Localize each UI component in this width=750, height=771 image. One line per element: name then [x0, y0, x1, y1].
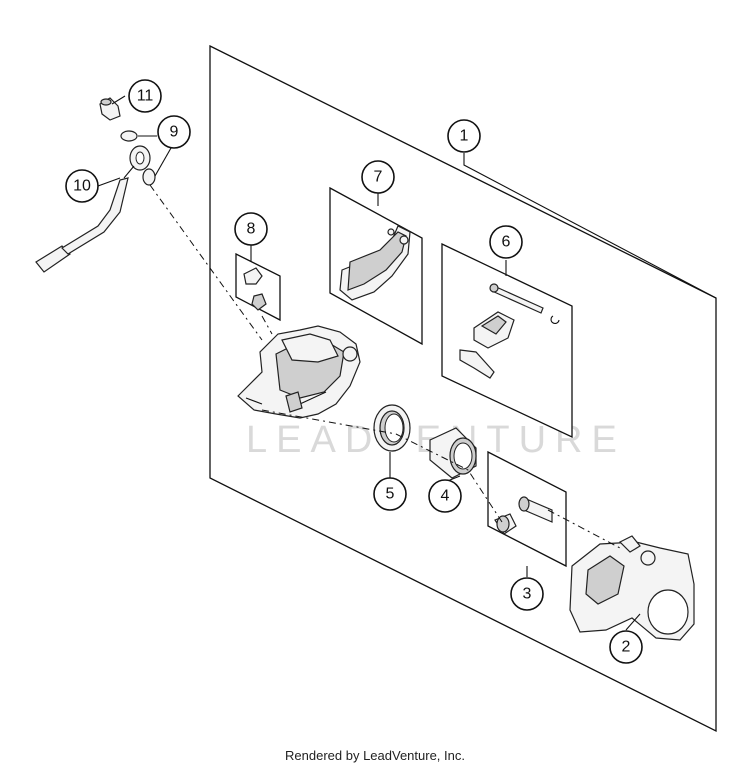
svg-text:11: 11	[137, 88, 154, 105]
callout-10: 10	[65, 169, 99, 203]
svg-text:4: 4	[441, 488, 450, 505]
washer-upper	[120, 130, 138, 142]
caliper-bracket-part	[569, 535, 695, 641]
piston-part	[429, 427, 477, 479]
svg-text:1: 1	[460, 128, 469, 145]
piston-seal-part	[373, 404, 411, 452]
brake-line-part	[35, 145, 151, 273]
svg-text:3: 3	[523, 586, 532, 603]
callout-4: 4	[428, 479, 462, 513]
footer-credit: Rendered by LeadVenture, Inc.	[285, 748, 465, 763]
svg-text:9: 9	[170, 124, 179, 141]
callout-2: 2	[609, 630, 643, 664]
callout-8: 8	[234, 212, 268, 246]
pin-kit-part	[459, 283, 560, 379]
callout-3: 3	[510, 577, 544, 611]
washer-lower	[142, 168, 156, 186]
svg-text:10: 10	[73, 178, 91, 195]
callout-11: 11	[128, 79, 162, 113]
svg-text:6: 6	[502, 234, 511, 251]
panel-pin-kit	[441, 242, 573, 439]
svg-text:8: 8	[247, 221, 256, 238]
svg-text:7: 7	[374, 169, 383, 186]
svg-text:5: 5	[386, 486, 395, 503]
callout-1: 1	[447, 119, 481, 153]
bleeder-part	[243, 267, 267, 311]
banjo-bolt-part	[99, 97, 121, 121]
panel-bleeder	[235, 252, 281, 322]
caliper-housing	[237, 325, 361, 419]
callout-6: 6	[489, 225, 523, 259]
callout-9: 9	[157, 115, 191, 149]
callout-7: 7	[361, 160, 395, 194]
brake-pads-part	[339, 225, 411, 301]
exploded-parts-diagram: LEADVENTURE	[35, 44, 717, 733]
svg-text:2: 2	[622, 639, 631, 656]
callout-5: 5	[373, 477, 407, 511]
